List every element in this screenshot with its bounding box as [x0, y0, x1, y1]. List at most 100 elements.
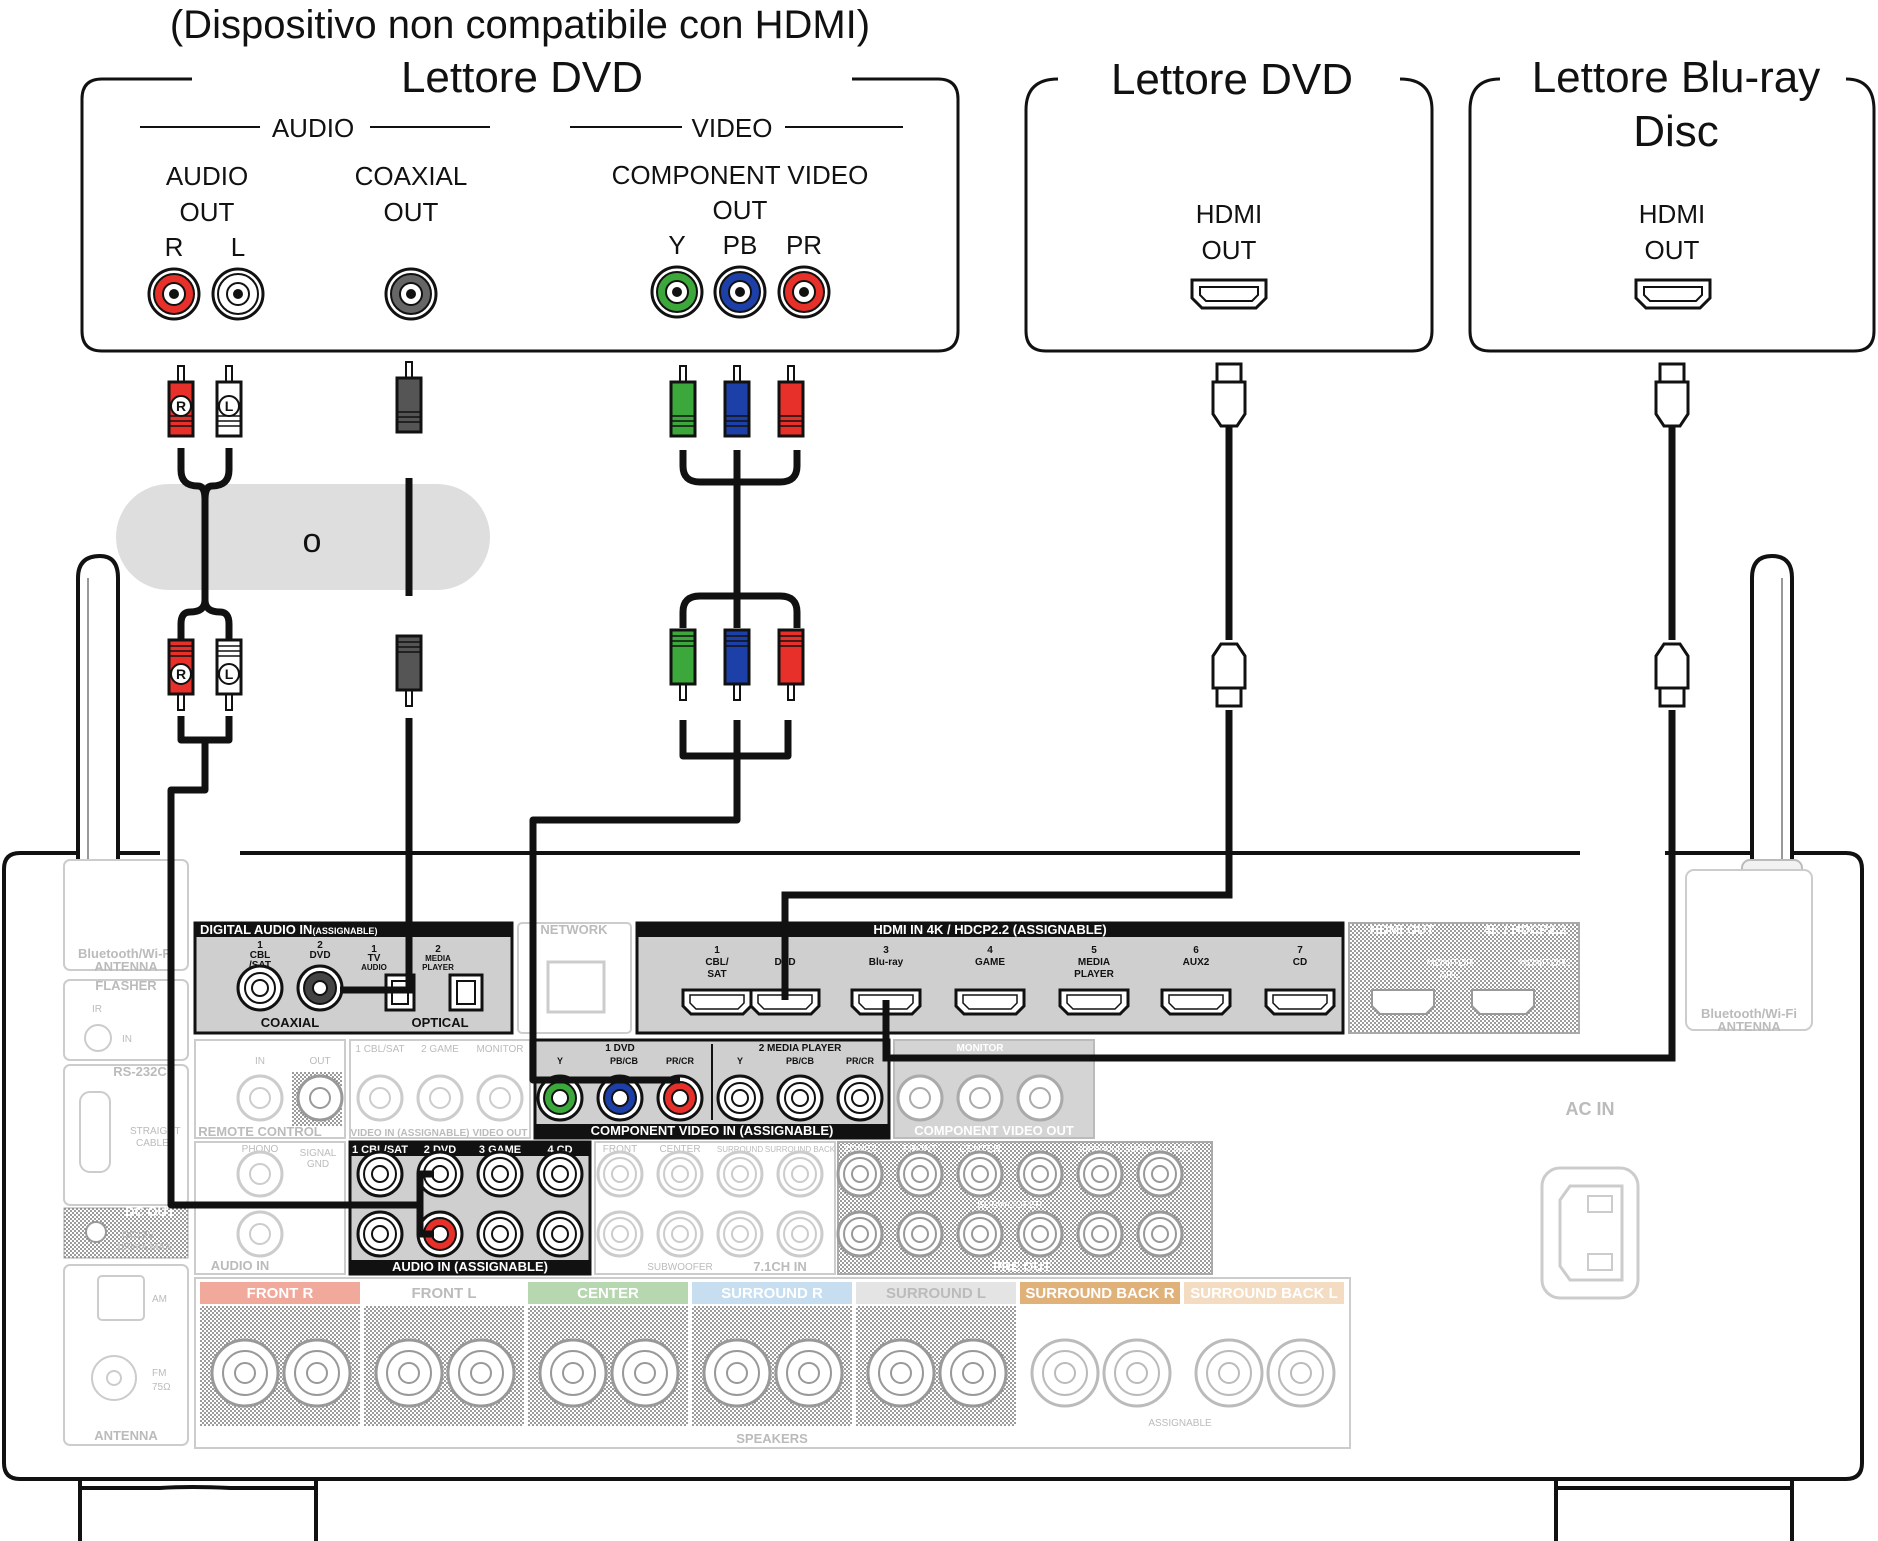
am-terminal[interactable]	[97, 1275, 145, 1321]
hdmi-in-7-port[interactable]: 7CD	[1264, 945, 1336, 1016]
hdmi-in-label: Blu-ray	[869, 957, 904, 968]
sp-surround-back-r-plus-post[interactable]	[1030, 1338, 1100, 1408]
flasher-jack[interactable]	[84, 1024, 112, 1052]
ch71-jack-top[interactable]	[596, 1150, 644, 1198]
pre-out-center-label: CENTER	[959, 1144, 1000, 1155]
audio-in-4-l-jack[interactable]	[536, 1150, 584, 1198]
component-y-jack[interactable]	[650, 265, 704, 319]
sp-surround-l-plus-post[interactable]	[866, 1338, 936, 1408]
sp-surround-back-l-plus-post[interactable]	[1194, 1338, 1264, 1408]
component-y-label: Y	[668, 230, 685, 260]
sp-front-l-minus-post[interactable]	[446, 1338, 516, 1408]
or-label: o	[303, 522, 322, 560]
coaxial-plug-top	[395, 361, 423, 434]
gnd-label: GND	[307, 1159, 329, 1170]
audio-in-3-l-jack[interactable]	[476, 1150, 524, 1198]
bluray-hdmi-out-port[interactable]	[1634, 278, 1712, 310]
pre-out-jack-bottom[interactable]	[896, 1210, 944, 1258]
ch71-jack-bottom[interactable]	[656, 1210, 704, 1258]
hdmi-out-monitor2-port[interactable]	[1471, 989, 1535, 1015]
sp-surround-back-l-minus-post[interactable]	[1266, 1338, 1336, 1408]
audio-in-assignable-label: AUDIO IN (ASSIGNABLE)	[392, 1259, 548, 1274]
comp-in-mp-pb-jack[interactable]	[776, 1074, 824, 1122]
dvd-hdmi-frame	[1024, 77, 1434, 353]
hdmi-in-number: 6	[1193, 945, 1199, 956]
sp-center-minus-post[interactable]	[610, 1338, 680, 1408]
sp-center-plus-post[interactable]	[538, 1338, 608, 1408]
comp-in-mp-pr-jack[interactable]	[836, 1074, 884, 1122]
audio-in-4-r-jack[interactable]	[536, 1210, 584, 1258]
comp-in-dvd-y-jack[interactable]	[536, 1074, 584, 1122]
pre-out-jack-bottom[interactable]	[836, 1210, 884, 1258]
sp-surround-r-plus-post[interactable]	[702, 1338, 772, 1408]
sp-front-r-plus-post[interactable]	[210, 1338, 280, 1408]
network-port[interactable]	[546, 960, 606, 1014]
audio-l-label: L	[231, 232, 245, 262]
audio-in-2-r-jack[interactable]	[416, 1210, 464, 1258]
dao-2-label: MEDIA	[425, 954, 451, 963]
coaxial-in-2-dvd-jack[interactable]	[296, 964, 344, 1012]
component-pb-jack[interactable]	[713, 265, 767, 319]
comp-in-mp-y-jack[interactable]	[716, 1074, 764, 1122]
sp-surround-r-minus-post[interactable]	[774, 1338, 844, 1408]
comp-in-dvd-pr-jack[interactable]	[656, 1074, 704, 1122]
ch71-jack-bottom[interactable]	[776, 1210, 824, 1258]
audio-in-1-l-jack[interactable]	[356, 1150, 404, 1198]
comp-in-dvd-pb-jack[interactable]	[596, 1074, 644, 1122]
remote-control-label: REMOTE CONTROL	[198, 1124, 322, 1139]
sp-front-l-plus-post[interactable]	[374, 1338, 444, 1408]
rs232-port[interactable]	[79, 1091, 111, 1173]
ch71-jack-top[interactable]	[656, 1150, 704, 1198]
dvd-hdmi-plug-bottom	[1211, 642, 1247, 708]
audio-out-l-jack[interactable]	[211, 267, 265, 321]
video-out-label: VIDEO OUT	[472, 1128, 527, 1139]
sp-front-r-minus-post[interactable]	[282, 1338, 352, 1408]
hdmi-out-4k-label: 4K / HDCP2.2	[1484, 922, 1566, 937]
pre-out-jack-top[interactable]	[956, 1150, 1004, 1198]
pre-out-jack-top[interactable]	[1016, 1150, 1064, 1198]
dao-2-num: 2	[435, 944, 441, 955]
sp-surround-l-minus-post[interactable]	[938, 1338, 1008, 1408]
pre-out-jack-top[interactable]	[896, 1150, 944, 1198]
component-pr-jack[interactable]	[777, 265, 831, 319]
fm-ohm-label: 75Ω	[152, 1382, 171, 1393]
hdmi-in-label-2: PLAYER	[1074, 969, 1114, 980]
audio-in-3-r-jack[interactable]	[476, 1210, 524, 1258]
pre-out-jack-top[interactable]	[1076, 1150, 1124, 1198]
or-band	[116, 484, 490, 590]
audio-in-2-l-jack[interactable]	[416, 1150, 464, 1198]
audio-in-1-r-jack[interactable]	[356, 1210, 404, 1258]
pre-out-jack-top[interactable]	[1136, 1150, 1184, 1198]
sp-surround-r-terminal: SURROUND R	[692, 1282, 852, 1426]
pre-out-jack-bottom[interactable]	[1016, 1210, 1064, 1258]
optical-in-2-jack[interactable]	[448, 973, 484, 1012]
ch71-jack-bottom[interactable]	[716, 1210, 764, 1258]
audio-plug-l-bottom: L	[215, 638, 243, 711]
hdmi-out-monitor1-port[interactable]	[1371, 989, 1435, 1015]
hdmi-out-label: HDMI OUT	[1370, 922, 1434, 937]
dai-2-label: DVD	[309, 950, 330, 961]
flasher-label: FLASHER	[95, 978, 157, 993]
audio-out-r-jack[interactable]	[147, 267, 201, 321]
bt-antenna-right-label-2: ANTENNA	[1717, 1019, 1781, 1034]
pre-out-jack-bottom[interactable]	[1076, 1210, 1124, 1258]
sp-assignable-label: ASSIGNABLE	[1148, 1418, 1212, 1429]
video-in-1-label: 1 CBL/SAT	[355, 1044, 404, 1055]
ac-in-socket[interactable]	[1540, 1166, 1640, 1300]
ch71-jack-top[interactable]	[716, 1150, 764, 1198]
coaxial-out-jack[interactable]	[384, 267, 438, 321]
pre-out-jack-bottom[interactable]	[956, 1210, 1004, 1258]
ch71-jack-top[interactable]	[776, 1150, 824, 1198]
pre-out-jack-top[interactable]	[836, 1150, 884, 1198]
dc-out-jack[interactable]	[85, 1221, 107, 1243]
dao-2-label-2: PLAYER	[422, 963, 454, 972]
ch71-jack-bottom[interactable]	[596, 1210, 644, 1258]
dvd-hdmi-out-port[interactable]	[1190, 278, 1268, 310]
sp-surround-back-r-minus-post[interactable]	[1102, 1338, 1172, 1408]
pre-out-jack-bottom[interactable]	[1136, 1210, 1184, 1258]
coaxial-in-1-jack[interactable]	[236, 964, 284, 1012]
